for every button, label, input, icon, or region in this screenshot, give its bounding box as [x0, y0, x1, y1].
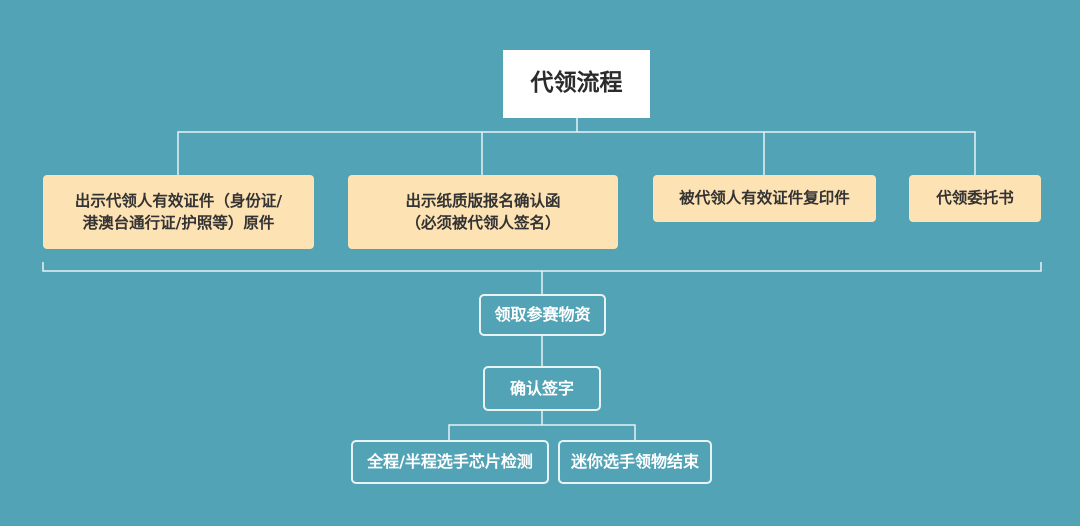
- step-chip-test: 全程/半程选手芯片检测: [351, 440, 549, 484]
- step-confirm-signature: 确认签字: [483, 366, 601, 411]
- step-collect-materials: 领取参赛物资: [479, 294, 606, 336]
- step-chip-test-label: 全程/半程选手芯片检测: [367, 452, 533, 472]
- requirement-id-copy-label: 被代领人有效证件复印件: [679, 189, 850, 208]
- requirement-confirmation-letter: 出示纸质版报名确认函 （必须被代领人签名）: [348, 175, 618, 249]
- requirement-authorization-letter-label: 代领委托书: [936, 189, 1014, 208]
- requirement-original-id: 出示代领人有效证件（身份证/ 港澳台通行证/护照等）原件: [43, 175, 314, 249]
- requirement-original-id-line1: 出示代领人有效证件（身份证/: [74, 191, 283, 210]
- requirement-authorization-letter: 代领委托书: [909, 175, 1041, 222]
- outcome-branch: [448, 424, 636, 440]
- step-collect-materials-label: 领取参赛物资: [494, 305, 591, 325]
- step-mini-runner-finish-label: 迷你选手领物结束: [570, 452, 699, 472]
- step-mini-runner-finish: 迷你选手领物结束: [558, 440, 712, 484]
- root-label: 代领流程: [530, 70, 623, 97]
- requirements-bracket: [42, 262, 1042, 272]
- requirement-original-id-line2: 港澳台通行证/护照等）原件: [82, 214, 275, 232]
- step-confirm-signature-label: 确认签字: [509, 378, 574, 398]
- requirement-confirmation-letter-line2: （必须被代领人签名）: [405, 214, 561, 232]
- requirement-id-copy: 被代领人有效证件复印件: [653, 175, 876, 222]
- requirement-confirmation-letter-line1: 出示纸质版报名确认函: [405, 191, 561, 210]
- root-node-title: 代领流程: [503, 50, 650, 118]
- root-branch: [177, 131, 976, 175]
